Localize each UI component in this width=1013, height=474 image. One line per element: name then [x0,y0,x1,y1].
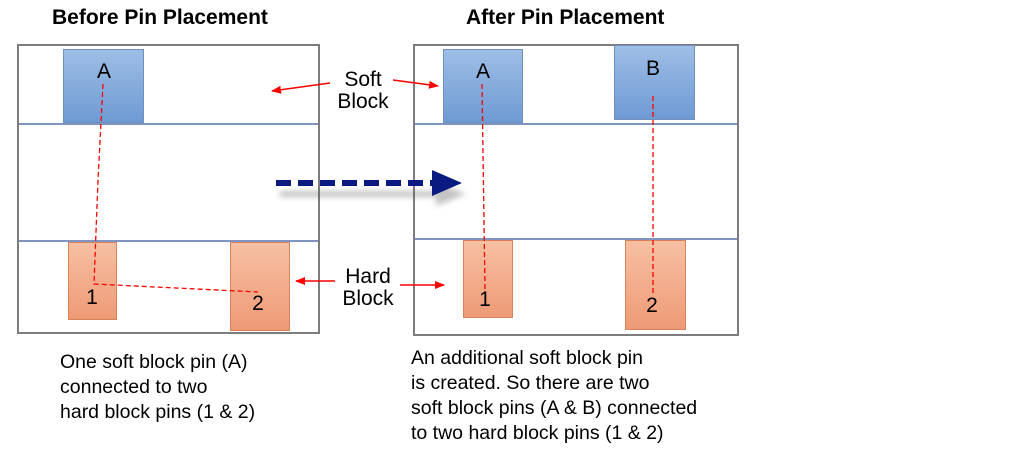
before-caption-line-3: hard block pins (1 & 2) [60,401,256,423]
after-soft-block-b [614,45,695,120]
before-caption: One soft block pin (A) connected to two … [60,350,255,425]
after-net-line-a1 [481,83,486,291]
soft-callout-arrow-left [271,82,331,94]
before-hard-block-label-1: 1 [86,286,98,309]
after-soft-block-label-b: B [645,57,660,80]
before-net-line [93,83,259,293]
after-hard-block-2 [625,240,686,330]
before-row-divider-bottom [19,240,318,242]
after-caption-line-3: soft block pins (A & B) connected [411,397,698,419]
hard-callout-line-1: Hard [345,265,391,288]
before-row-divider-top [19,123,318,125]
soft-block-callout: Soft Block [328,69,398,113]
after-hard-block-label-2: 2 [646,294,658,317]
before-title: Before Pin Placement [52,6,268,29]
soft-callout-arrow-right [392,79,439,89]
transition-arrow-head [432,170,462,196]
before-soft-block-label: A [96,60,111,83]
after-caption-line-1: An additional soft block pin [411,347,643,369]
before-hard-block-2 [230,242,290,331]
after-caption-line-2: is created. So there are two [411,372,650,394]
after-soft-block-label-a: A [475,60,490,83]
after-caption-line-4: to two hard block pins (1 & 2) [411,422,664,444]
after-hard-block-1 [463,240,513,318]
hard-block-callout: Hard Block [333,266,403,310]
after-hard-block-label-1: 1 [479,288,491,311]
before-hard-block-1 [68,242,117,320]
before-hard-block-label-2: 2 [252,292,264,315]
before-caption-line-2: connected to two [60,376,208,398]
soft-callout-line-1: Soft [344,68,382,91]
after-caption: An additional soft block pin is created.… [411,346,697,446]
after-row-divider-bottom [415,238,737,240]
after-title: After Pin Placement [466,6,665,29]
soft-callout-line-2: Block [337,90,389,113]
after-row-divider-top [415,123,737,125]
hard-callout-line-2: Block [342,287,394,310]
before-caption-line-1: One soft block pin (A) [60,351,248,373]
